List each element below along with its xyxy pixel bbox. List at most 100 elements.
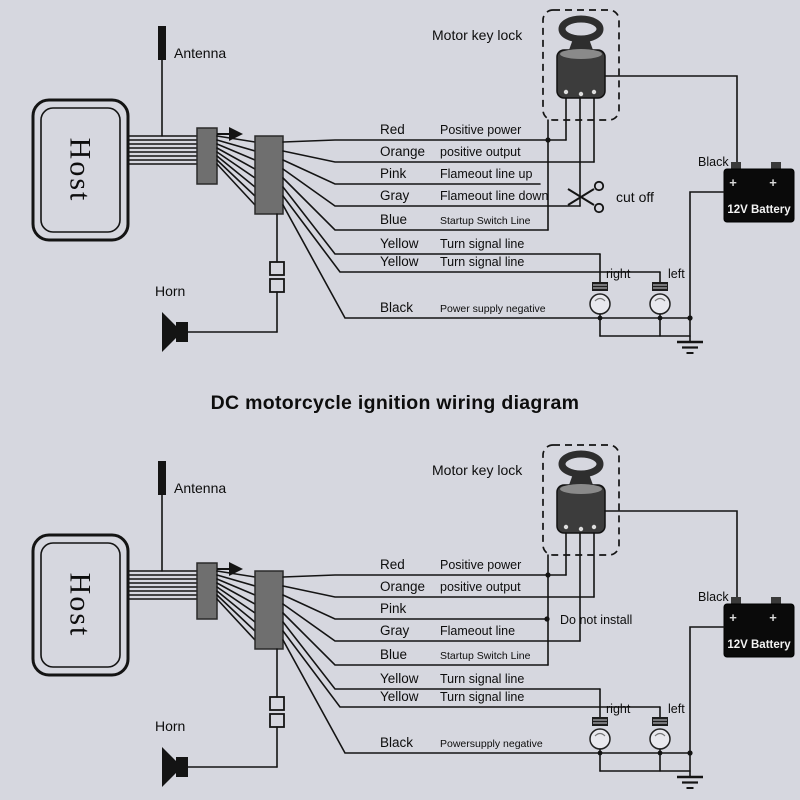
right-turn-bulb-icon (589, 717, 611, 772)
antenna-label: Antenna (174, 480, 226, 496)
direction-arrow-icon (229, 562, 243, 576)
host-unit: Host (31, 533, 130, 677)
host-label: Host (64, 138, 97, 203)
wire-function-label: positive output (440, 145, 521, 159)
wire-color-labels: Red Orange Pink Gray Blue Yellow Yellow … (380, 557, 425, 750)
wire-color-label: Blue (380, 212, 407, 227)
connector-block-2 (254, 135, 284, 215)
right-bulb-label: right (606, 702, 631, 716)
wire-function-label: Flameout line down (440, 189, 548, 203)
junction-dot (545, 572, 551, 578)
horn-label: Horn (155, 283, 185, 299)
diagram-title: DC motorcycle ignition wiring diagram (210, 392, 580, 414)
ground-icon (677, 340, 703, 354)
battery-plus-mark: + (769, 610, 777, 625)
motor-key-lock-icon (542, 9, 620, 121)
wire-color-label: Red (380, 557, 405, 572)
motor-key-lock-label: Motor key lock (432, 462, 523, 478)
wire-color-label: Black (380, 300, 413, 315)
host-unit: Host (31, 98, 130, 242)
wire-color-label: Yellow (380, 689, 419, 704)
wire-function-label: Positive power (440, 123, 521, 137)
wire-function-label: Turn signal line (440, 237, 524, 251)
wire-color-label: Pink (380, 601, 407, 616)
left-turn-bulb-icon (649, 282, 671, 337)
wire-function-label: Startup Switch Line (440, 650, 531, 662)
wire-function-labels: Positive power positive output Flameout … (440, 123, 548, 315)
wire-function-label: Startup Switch Line (440, 215, 531, 227)
battery-wire-label: Black (698, 590, 729, 604)
wire-bundle (127, 135, 198, 165)
host-label: Host (64, 573, 97, 638)
horn-icon (162, 312, 188, 352)
wire-function-label: Power supply negative (440, 303, 546, 315)
junction-dot (545, 137, 551, 143)
battery-plus-mark: + (729, 610, 737, 625)
battery-plus-mark: + (769, 175, 777, 190)
inline-connector-icon (269, 278, 285, 293)
wire-function-label: Turn signal line (440, 690, 524, 704)
wire-function-label: Turn signal line (440, 672, 524, 686)
battery-positive-wire (604, 75, 738, 163)
diagram-bottom: Antenna Host (31, 444, 795, 789)
wire-color-label: Pink (380, 166, 407, 181)
wire-function-label: Flameout line (440, 624, 515, 638)
battery-label: 12V Battery (727, 639, 791, 651)
wire-color-label: Orange (380, 579, 425, 594)
inline-connector-icon (269, 696, 285, 711)
connector-block-1 (196, 127, 218, 185)
wire-color-label: Yellow (380, 236, 419, 251)
battery-label: 12V Battery (727, 204, 791, 216)
horn-circuit (162, 213, 285, 352)
diagram-top: Antenna Host (31, 9, 795, 354)
wire-color-label: Gray (380, 188, 410, 203)
wire-function-label: Flameout line up (440, 167, 532, 181)
right-bulb-label: right (606, 267, 631, 281)
ground-icon (677, 775, 703, 789)
direction-arrow-icon (229, 127, 243, 141)
wire-color-label: Blue (380, 647, 407, 662)
inline-connector-icon (269, 261, 285, 276)
battery: + + 12V Battery (604, 75, 795, 343)
wire-color-label: Orange (380, 144, 425, 159)
battery-negative-wire (689, 626, 725, 778)
horn-label: Horn (155, 718, 185, 734)
wire-function-labels: Positive power positive output Flameout … (440, 558, 543, 750)
wire-color-label: Red (380, 122, 405, 137)
right-turn-bulb-icon (589, 282, 611, 337)
battery-positive-wire (604, 510, 738, 598)
inter-connector-wires (216, 570, 256, 641)
antenna-label: Antenna (174, 45, 226, 61)
output-wires (282, 97, 691, 319)
motor-key-lock-icon (542, 444, 620, 556)
motor-key-lock-label: Motor key lock (432, 27, 523, 43)
antenna-icon (158, 461, 166, 495)
inline-connector-icon (269, 713, 285, 728)
battery-negative-wire (689, 191, 725, 343)
battery: + + 12V Battery (604, 510, 795, 778)
wire-function-label: positive output (440, 580, 521, 594)
wire-color-label: Gray (380, 623, 410, 638)
wire-bundle (127, 570, 198, 600)
wire-color-labels: Red Orange Pink Gray Blue Yellow Yellow … (380, 122, 425, 315)
wire-function-label: Powersupply negative (440, 738, 543, 750)
battery-plus-mark: + (729, 175, 737, 190)
output-wires (282, 532, 691, 754)
wire-color-label: Yellow (380, 671, 419, 686)
pink-wire-end-dot (544, 616, 550, 622)
connector-block-2 (254, 570, 284, 650)
horn-icon (162, 747, 188, 787)
connector-block-1 (196, 562, 218, 620)
wire-color-label: Black (380, 735, 413, 750)
horn-circuit (162, 648, 285, 787)
scissors-icon (567, 180, 605, 214)
cut-off-label: cut off (616, 189, 654, 205)
wire-color-label: Yellow (380, 254, 419, 269)
do-not-install-label: Do not install (560, 613, 632, 627)
left-bulb-label: left (668, 267, 685, 281)
antenna-icon (158, 26, 166, 60)
wire-function-label: Turn signal line (440, 255, 524, 269)
left-turn-bulb-icon (649, 717, 671, 772)
